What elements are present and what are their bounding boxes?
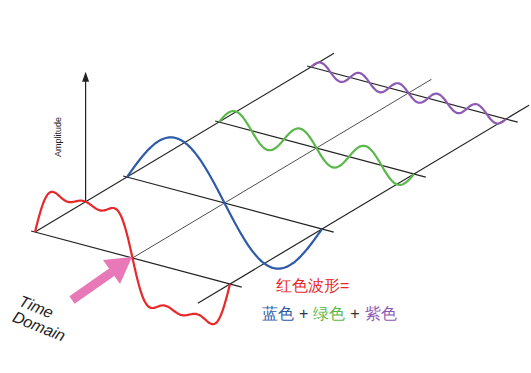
depth-rail bbox=[198, 105, 529, 303]
arrowhead bbox=[103, 257, 132, 284]
plus-sign: + bbox=[299, 305, 308, 323]
equation-text: 红色波形= bbox=[276, 276, 349, 297]
grid-lines bbox=[31, 53, 529, 303]
plus-sign: + bbox=[350, 305, 359, 323]
axis-arrowhead bbox=[82, 72, 89, 82]
baseline bbox=[215, 121, 426, 177]
green-wave bbox=[219, 111, 414, 185]
equation-text: 蓝色 bbox=[262, 304, 294, 325]
equation-text: 绿色 bbox=[313, 304, 345, 325]
depth-rail bbox=[133, 79, 432, 258]
axis-label: Amplitude bbox=[53, 117, 63, 157]
blue-wave bbox=[127, 137, 322, 268]
baseline bbox=[123, 176, 334, 232]
equation-line: 蓝色 + 绿色 + 紫色 bbox=[262, 304, 402, 325]
red-wave bbox=[35, 192, 230, 324]
purple-wave bbox=[311, 62, 506, 123]
time-domain-arrow bbox=[72, 272, 112, 300]
domain-label: Time Domain bbox=[10, 293, 82, 348]
equation-text: 紫色 bbox=[365, 304, 397, 325]
amplitude-axis bbox=[85, 74, 86, 202]
